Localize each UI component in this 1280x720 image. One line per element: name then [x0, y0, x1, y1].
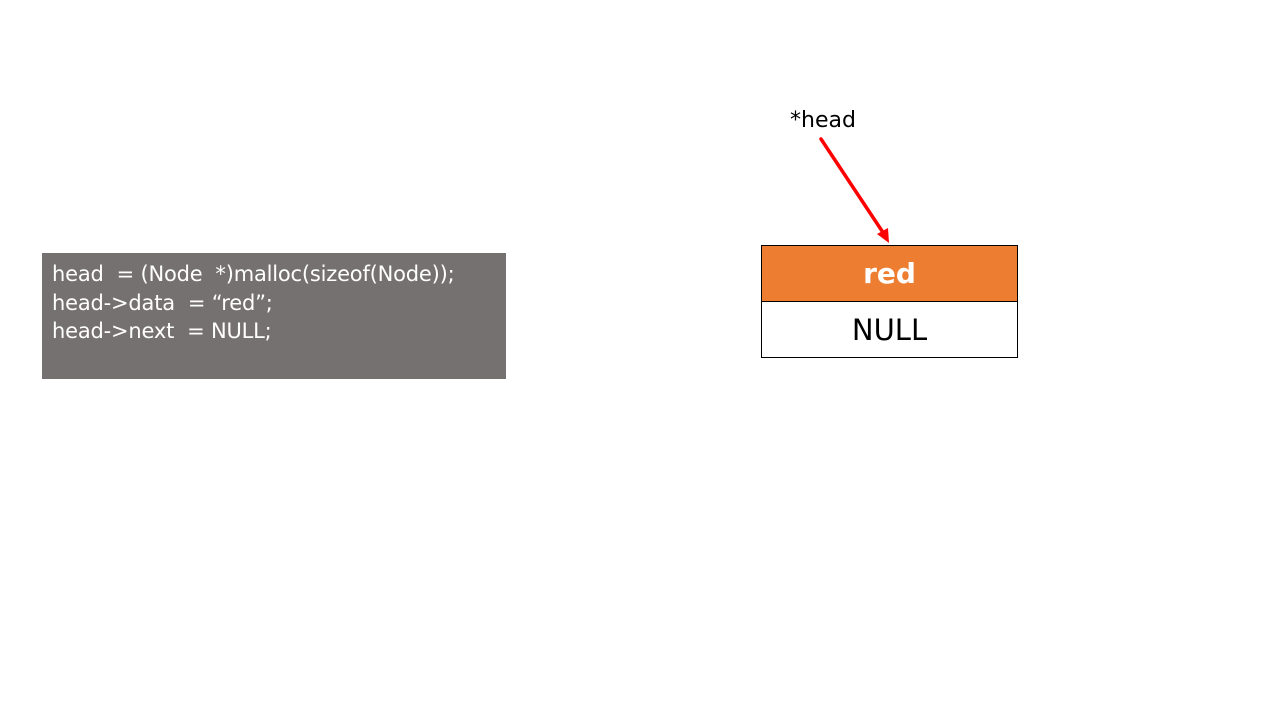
code-block: head = (Node *)malloc(sizeof(Node)); hea…: [42, 253, 506, 379]
code-line-malloc: head = (Node *)malloc(sizeof(Node));: [52, 262, 455, 286]
linked-list-node: red NULL: [761, 245, 1018, 358]
code-line-data-assign: head->data = “red”;: [52, 290, 273, 315]
arrow-head: [877, 228, 889, 243]
node-data-field: red: [762, 246, 1017, 302]
arrow-shaft: [819, 137, 886, 236]
head-pointer-label: *head: [790, 108, 856, 133]
code-line-next-assign: head->next = NULL;: [52, 319, 272, 343]
node-next-field: NULL: [762, 302, 1017, 357]
